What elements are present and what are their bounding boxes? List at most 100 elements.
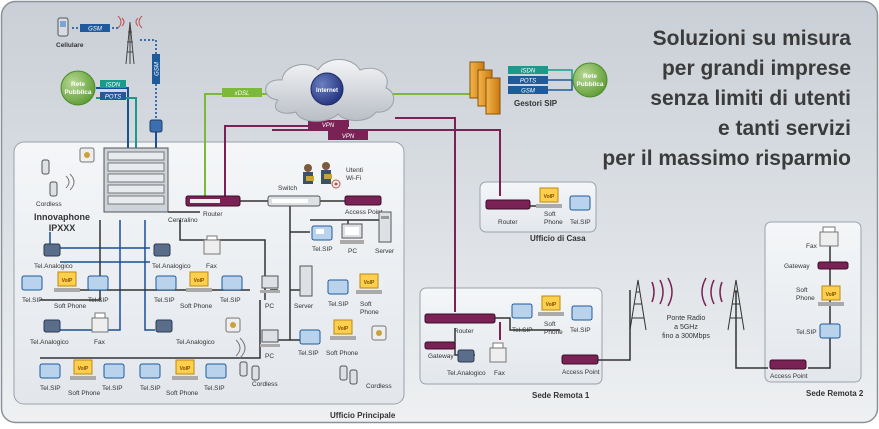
label-tel-sip-r4-c: Tel.SIP	[140, 385, 161, 392]
label-ufficio-principale: Ufficio Principale	[330, 411, 396, 420]
sip-phone-r4-c-icon	[139, 363, 161, 379]
gateway-sede1-icon	[424, 341, 456, 350]
analog-phone-row1-mid-icon	[153, 243, 171, 257]
label-access-point-sede2: Access Point	[770, 373, 808, 380]
label-soft-phone-r4-b: Soft Phone	[166, 390, 199, 397]
headline-line-5: per il massimo risparmio	[602, 147, 851, 170]
label-tel-sip-r4-b: Tel.SIP	[102, 385, 123, 392]
cordless-base-icon	[79, 147, 95, 163]
label-access-point-main: Access Point	[345, 209, 383, 216]
link-tag-pots-right: POTS	[508, 76, 548, 85]
headline-line-1: Soluzioni su misura	[652, 27, 851, 50]
svg-text:VoIP: VoIP	[364, 280, 375, 286]
sip-phone-r2-c-icon	[155, 275, 177, 291]
fax-sede2-icon	[819, 226, 839, 247]
rete-pubblica-right-icon	[572, 62, 608, 98]
label-pc-switch: PC	[348, 248, 357, 255]
router-main-icon	[185, 195, 241, 207]
label-server-mid: Server	[294, 303, 314, 310]
label-cordless-left: Cordless	[36, 201, 62, 208]
svg-text:VPN: VPN	[342, 134, 355, 140]
sip-phone-r2-d-icon	[221, 275, 243, 291]
soft-phone-r2-a-icon: VoIP	[54, 271, 80, 292]
sip-phone-sede2-icon	[819, 323, 841, 339]
label-router-sede1: Router	[454, 328, 474, 335]
label-tel-sip-switch: Tel.SIP	[312, 246, 333, 253]
headline-line-2: per grandi imprese	[661, 57, 851, 80]
soft-phone-mid-icon: VoIP	[356, 273, 382, 294]
sip-phone-r2-b-icon	[87, 275, 109, 291]
soft-phone-sede1-icon: VoIP	[538, 295, 564, 316]
soft-phone-r2-b-icon: VoIP	[186, 271, 212, 292]
fax-sede1-icon	[489, 342, 507, 363]
label-tel-sip-sede1-b: Tel.SIP	[570, 327, 591, 334]
label-access-point-sede1: Access Point	[562, 369, 600, 376]
link-tag-vpn-lower: VPN	[328, 131, 368, 140]
radio-tower-left-icon	[629, 279, 647, 331]
soft-phone-casa-icon: VoIP	[536, 187, 562, 208]
pc-r3-icon	[260, 329, 280, 347]
pc-mid-icon	[260, 275, 280, 293]
label-pc-r3: PC	[265, 353, 274, 360]
radio-tower-right-icon	[727, 279, 745, 331]
label-tel-sip-mid: Tel.SIP	[328, 301, 349, 308]
label-sede-remota-2: Sede Remota 2	[806, 389, 864, 398]
label-tel-analogico-r3-a: Tel.Analogico	[30, 339, 69, 346]
sip-phone-sede1-a-icon	[511, 303, 533, 319]
label-soft-phone-r4-a: Soft Phone	[68, 390, 101, 397]
label-tel-sip-sede1-a: Tel.SIP	[512, 327, 533, 334]
label-tel-analogico-row1-mid: Tel.Analogico	[152, 263, 191, 270]
soft-phone-r4-a-icon: VoIP	[70, 359, 96, 380]
label-cordless-r4b: Cordless	[366, 383, 392, 390]
label-tel-sip-casa: Tel.SIP	[570, 219, 591, 226]
label-tel-analogico-row1-left: Tel.Analogico	[34, 263, 73, 270]
label-router-casa: Router	[498, 219, 518, 226]
label-ufficio-di-casa: Ufficio di Casa	[530, 234, 586, 243]
sip-phone-mid-icon	[327, 279, 349, 295]
internet-cloud-icon	[265, 59, 395, 122]
switch-icon	[267, 195, 321, 207]
headline: Soluzioni su misura per grandi imprese s…	[602, 24, 851, 174]
svg-text:VPN: VPN	[322, 123, 335, 129]
sip-phone-r4-a-icon	[39, 363, 61, 379]
soft-phone-sede2-icon: VoIP	[818, 285, 844, 306]
access-point-sede2-icon	[769, 359, 807, 370]
radio-waves-icon	[651, 277, 723, 307]
access-point-sede1-icon	[561, 354, 599, 365]
svg-text:GSM: GSM	[521, 89, 535, 95]
svg-text:GSM: GSM	[88, 27, 102, 33]
cordless-base-r3-icon	[225, 317, 246, 359]
label-soft-phone-r3: Soft Phone	[326, 350, 359, 357]
label-fax-sede2: Fax	[806, 243, 818, 250]
gateway-sede2-icon	[817, 261, 849, 270]
fax-r3-icon	[91, 312, 109, 333]
label-sede-remota-1: Sede Remota 1	[532, 391, 590, 400]
analog-phone-row1-left-icon	[43, 243, 61, 257]
label-soft-phone-r2-b: Soft Phone	[180, 303, 213, 310]
label-fax-sede1: Fax	[494, 370, 506, 377]
server-mid-icon	[299, 265, 313, 297]
svg-text:VoIP: VoIP	[338, 326, 349, 332]
svg-text:xDSL: xDSL	[234, 91, 250, 97]
pc-switch-icon	[340, 223, 364, 244]
analog-phone-r3-b-icon	[155, 319, 173, 333]
link-tag-xdsl: xDSL	[222, 88, 262, 97]
svg-text:VoIP: VoIP	[826, 292, 837, 298]
svg-text:VoIP: VoIP	[194, 278, 205, 284]
svg-text:VoIP: VoIP	[62, 278, 73, 284]
gsm-tower-icon	[117, 15, 143, 65]
label-centralino: Centralino	[168, 217, 198, 224]
sip-phone-r3-icon	[299, 329, 321, 345]
label-soft-phone-r2-a: Soft Phone	[54, 303, 87, 310]
label-tel-sip-r2-b: Tel.SIP	[88, 297, 109, 304]
link-tag-isdn-right: ISDN	[508, 66, 548, 75]
